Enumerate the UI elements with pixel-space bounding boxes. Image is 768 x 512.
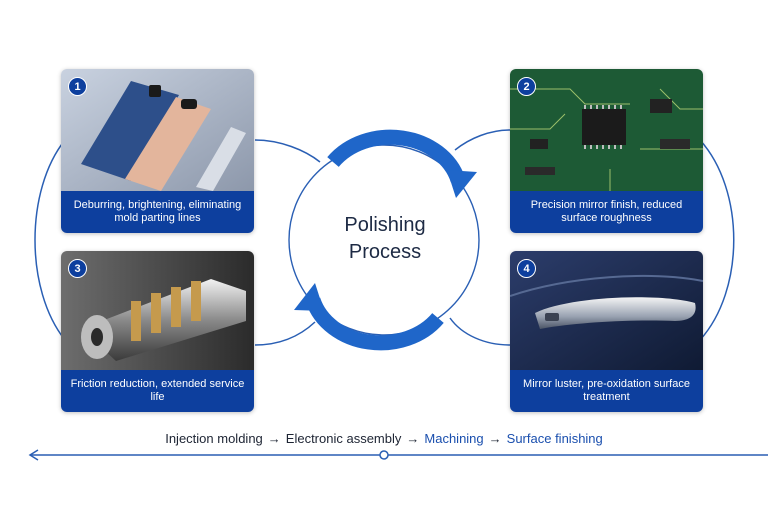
center-title-line1: Polishing (344, 214, 426, 236)
flow-arrow-icon: → (406, 431, 420, 446)
center-title-line2: Process (348, 241, 422, 263)
card-caption: Mirror luster, pre-oxidation surface tre… (510, 370, 703, 412)
process-card-1: 1 Deburring, brightening, eliminating mo… (61, 69, 254, 233)
flow-arrow-icon: → (488, 431, 502, 446)
card-caption: Precision mirror finish, reduced surface… (510, 191, 703, 233)
step-number-badge: 4 (517, 259, 536, 278)
flow-step-1: Injection molding (165, 431, 263, 446)
flow-step-2: Electronic assembly (285, 431, 402, 446)
step-number-badge: 3 (68, 259, 87, 278)
cycle-arrow-bottom (294, 283, 444, 351)
car-door-handle-image (510, 251, 703, 373)
timeline-line (28, 449, 768, 461)
step-number-badge: 2 (517, 77, 536, 96)
flow-step-3: Machining (424, 431, 484, 446)
process-card-3: 3 Friction reduction, extended service l… (61, 251, 254, 412)
center-title: Polishing Process (300, 212, 470, 266)
timeline-marker-icon (379, 450, 389, 460)
bearing-shaft-image (61, 251, 254, 373)
process-flow: Injection molding → Electronic assembly → Ma… (0, 431, 768, 446)
cycle-arrow-top (327, 129, 477, 198)
flow-arrow-icon: → (267, 431, 281, 446)
process-card-4: 4 Mirror luster, pre-oxidation surface t… (510, 251, 703, 412)
flow-step-4: Surface finishing (506, 431, 603, 446)
step-number-badge: 1 (68, 77, 87, 96)
card-caption: Deburring, brightening, eliminating mold… (61, 191, 254, 233)
smartphones-image (61, 69, 254, 191)
circuit-board-image (510, 69, 703, 191)
card-caption: Friction reduction, extended service lif… (61, 370, 254, 412)
process-card-2: 2 Precision mirror finish, reduced surfa… (510, 69, 703, 233)
